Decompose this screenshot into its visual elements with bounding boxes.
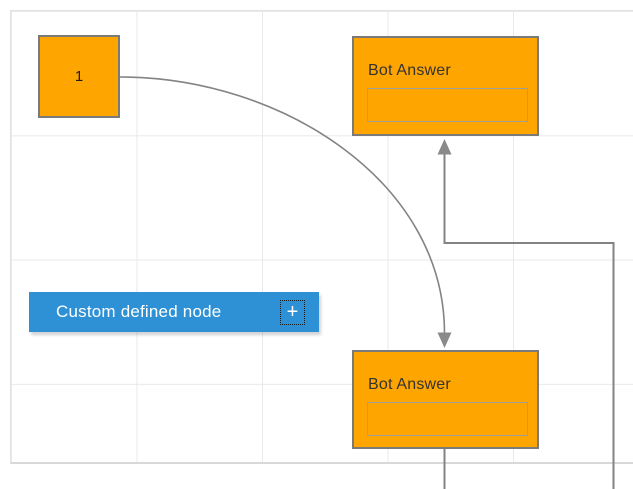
node-title: Bot Answer xyxy=(368,376,451,393)
node-start[interactable]: 1 xyxy=(38,35,120,118)
arrowhead-down-icon xyxy=(437,332,452,348)
bot-answer-input[interactable] xyxy=(367,88,528,122)
add-node-button[interactable]: + xyxy=(280,300,305,325)
node-title: Bot Answer xyxy=(368,62,451,79)
node-start-label: 1 xyxy=(74,68,84,85)
palette-item-label: Custom defined node xyxy=(56,302,222,321)
node-bot-answer-bottom[interactable]: Bot Answer xyxy=(352,350,539,449)
bot-answer-input[interactable] xyxy=(367,402,528,436)
palette-custom-defined-node[interactable]: Custom defined node + xyxy=(29,292,319,332)
connector-elbow-return-to-top[interactable] xyxy=(443,153,615,489)
connector-curve-start-to-bottom[interactable] xyxy=(119,76,446,334)
node-bot-answer-top[interactable]: Bot Answer xyxy=(352,36,539,136)
plus-icon: + xyxy=(286,300,299,323)
arrowhead-up-icon xyxy=(437,139,452,155)
